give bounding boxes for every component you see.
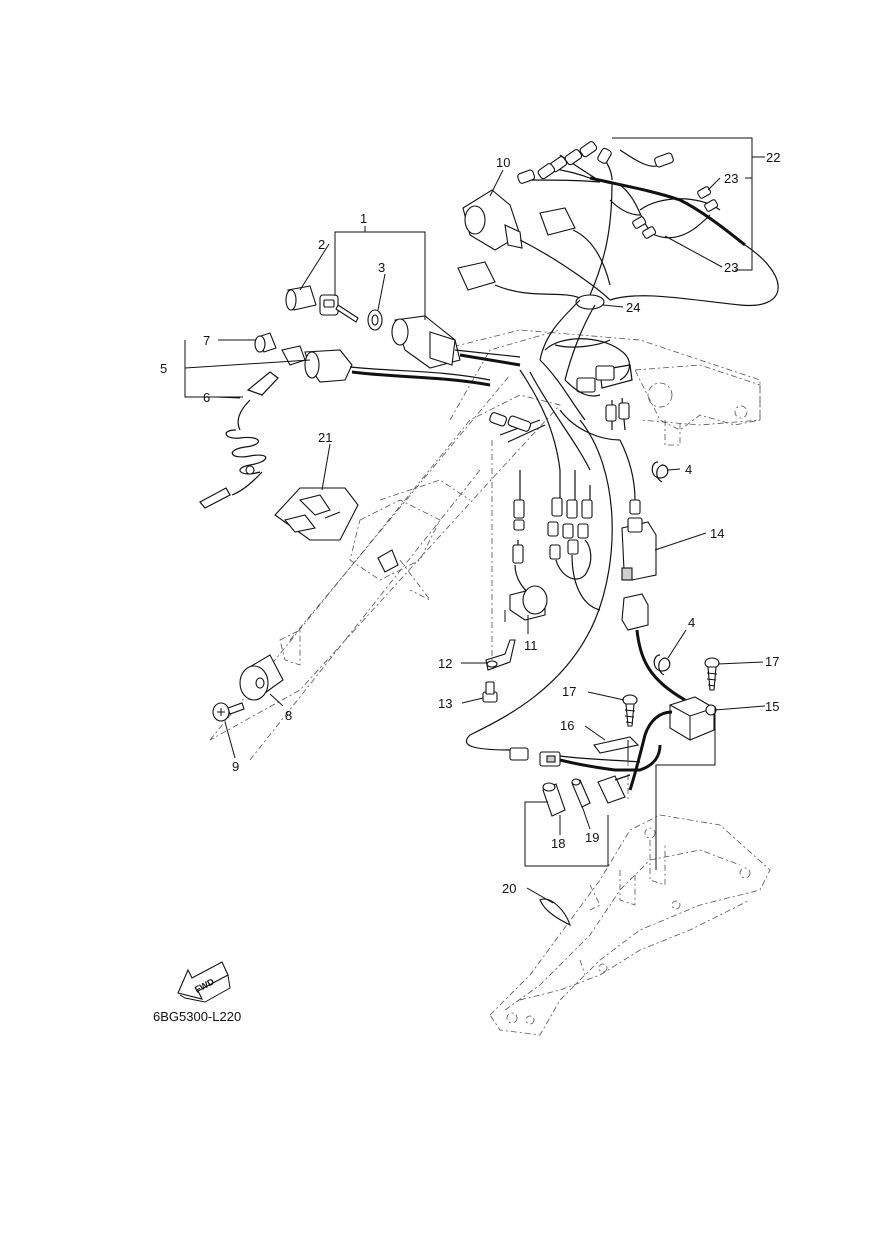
part-16-plate [593,736,640,800]
part-19-grommet [571,778,591,808]
leader-lines [184,137,766,904]
callout-labels: 1 2 3 4 4 5 6 7 8 9 10 11 12 13 14 15 16… [160,150,780,896]
grommet-plug [597,774,631,804]
part-20-cable-tie [539,898,571,927]
callout-24: 24 [626,300,640,315]
part-6-lanyard [199,371,279,509]
part-17-screw-b [622,694,638,727]
callout-20: 20 [502,881,516,896]
part-1-key [319,294,359,323]
callout-8: 8 [285,708,292,723]
bottom-cowl-outline [489,814,771,1036]
lower-connectors [465,419,662,772]
part-2-switch-cover [285,285,317,311]
callout-4a: 4 [685,462,692,477]
callout-18: 18 [551,836,565,851]
callout-21: 21 [318,430,332,445]
callout-11: 11 [524,638,538,653]
part-9-screw [212,702,245,722]
part-4-clip-b [653,654,671,676]
callout-13: 13 [438,696,452,711]
part-17-screw-a [704,657,720,691]
callout-1: 1 [360,211,367,226]
part-21-grip [274,487,359,541]
tiller-pivot [279,549,399,666]
part-14-connector [619,439,686,702]
part-15-rectifier [628,696,717,791]
tiller-handle-outline [209,329,761,761]
callout-17b: 17 [562,684,576,699]
part-3-washer [367,309,383,331]
part-11-relay [504,470,601,622]
callout-19: 19 [585,830,599,845]
callout-12: 12 [438,656,452,671]
part-13-bolt [482,681,498,703]
bracket-outline [634,364,761,446]
callout-6: 6 [203,390,210,405]
part-5-stop-switch [281,345,491,387]
callout-14: 14 [710,526,724,541]
callout-9: 9 [232,759,239,774]
part-18-grommet [542,782,566,817]
part-10-switch-connector [462,189,611,301]
part-12-bracket [485,440,516,671]
callout-15: 15 [765,699,779,714]
part-24-clamp [539,294,605,381]
callout-2: 2 [318,237,325,252]
callout-23b: 23 [724,260,738,275]
fwd-arrow-icon: FWD [177,961,231,1003]
callout-17a: 17 [765,654,779,669]
callout-3: 3 [378,260,385,275]
part-22-wire-harness [517,141,779,307]
main-switch-body [391,315,521,369]
callout-23a: 23 [724,171,738,186]
callout-10: 10 [496,155,510,170]
diagram-code: 6BG5300-L220 [153,1009,241,1024]
part-8-grip-end [239,654,284,701]
callout-5: 5 [160,361,167,376]
callout-22: 22 [766,150,780,165]
internal-wiring [489,338,633,471]
callout-16: 16 [560,718,574,733]
callout-7: 7 [203,333,210,348]
connector-upper [457,207,611,299]
callout-4b: 4 [688,615,695,630]
part-4-clip-a [651,461,669,483]
part-7-cap [254,332,277,353]
